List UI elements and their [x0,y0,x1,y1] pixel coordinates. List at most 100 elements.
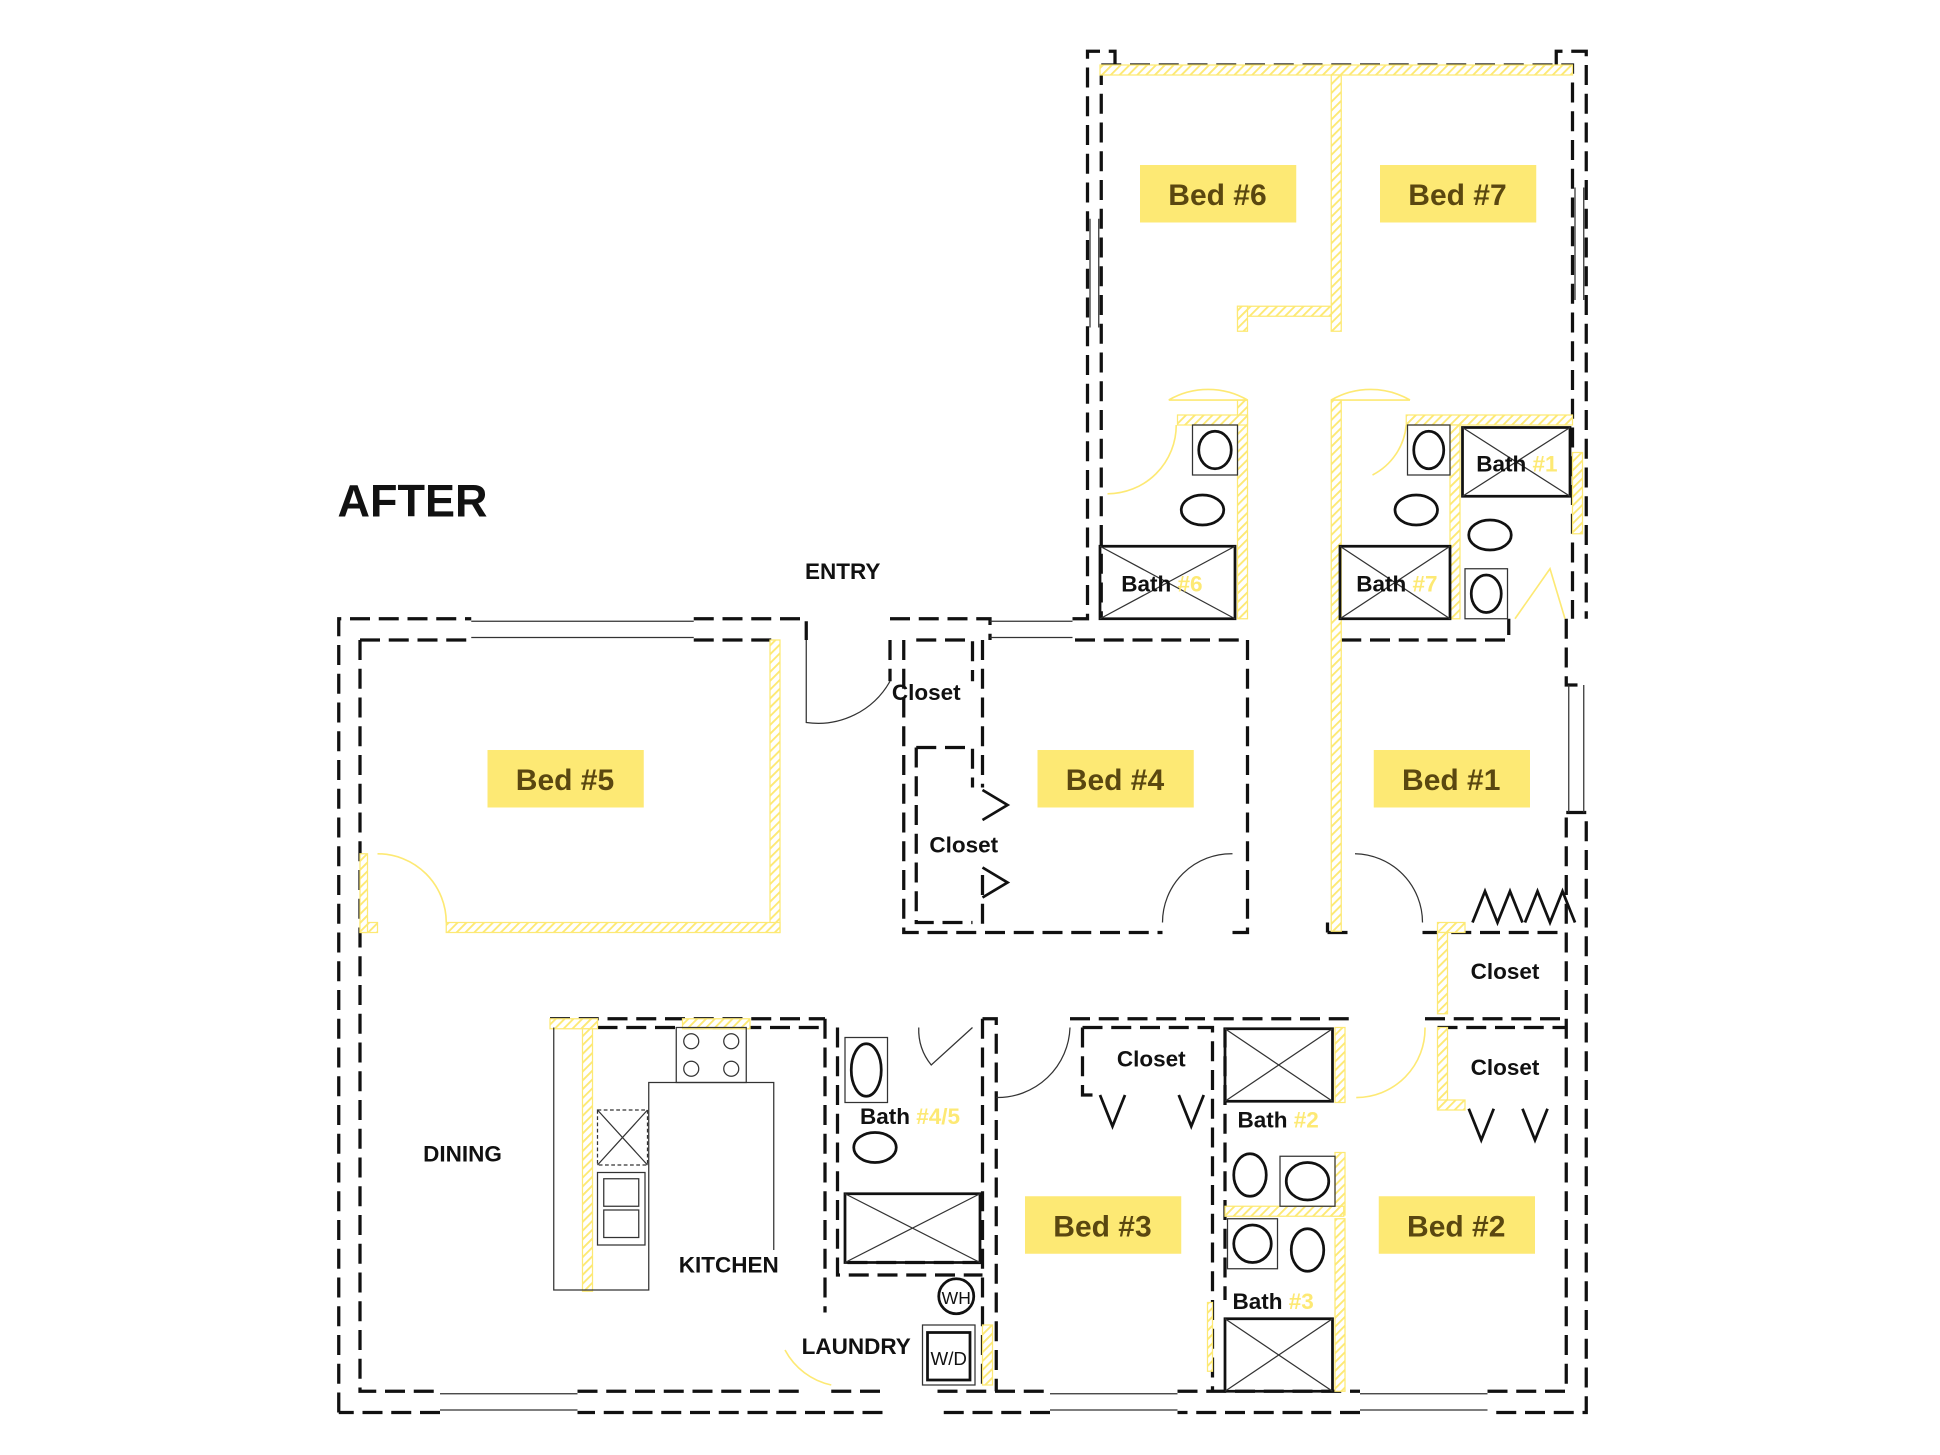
shower-icon [1223,1027,1334,1103]
toilet-icon [852,1131,898,1164]
water-heater-icon: WH [937,1277,976,1316]
closet-label: Closet [892,680,961,705]
shower-drain-lines [1339,545,1451,620]
shower-icon [1338,544,1452,621]
bath-label-2: Bath #2 [1238,1108,1319,1133]
new-wall [1236,305,1332,317]
new-wall [1436,1026,1449,1110]
svg-text:Bed #6: Bed #6 [1168,179,1266,212]
sink-icon [1469,573,1503,614]
burner [683,1033,700,1050]
sink-icon [1197,429,1233,471]
door-swing [1107,424,1178,495]
door-swing [1330,388,1411,401]
sink-counter [1406,424,1451,476]
wall [888,638,1250,935]
wall [1325,922,1567,1030]
toilet-icon [1467,518,1513,552]
new-wall [1099,64,1574,76]
new-wall [1405,414,1574,426]
dishwasher-icon [596,1109,649,1166]
new-wall [1224,1205,1345,1217]
shower-icon [1461,426,1572,498]
kitchen-sink-icon [596,1171,646,1246]
wall [1487,49,1588,1415]
new-wall [681,1018,751,1030]
new-wall [1330,399,1342,932]
door-swing [377,852,448,923]
new-wall [981,1324,994,1386]
new-wall [445,921,781,934]
wall [337,617,808,1413]
shower-drain-lines [1099,545,1236,620]
new-wall [1436,921,1466,934]
bed-label-3: Bed #3 [1025,1196,1182,1254]
new-wall [1436,931,1449,1015]
svg-text:Bed #7: Bed #7 [1408,179,1506,212]
bifold-door [1467,1108,1496,1144]
toilet-icon [1289,1227,1326,1273]
burner [723,1060,740,1077]
new-wall [1236,305,1249,332]
shower-icon [843,1192,982,1264]
wall [890,49,1117,640]
new-wall [1436,1099,1466,1111]
door-swing [1354,853,1424,923]
bed-label-6: Bed #6 [1140,165,1297,223]
new-wall [1334,1218,1346,1392]
svg-text:Bed #2: Bed #2 [1407,1210,1505,1243]
svg-text:W/D: W/D [931,1348,967,1369]
svg-text:Bed #5: Bed #5 [516,764,614,797]
burner [723,1033,740,1050]
toilet-icon [1393,493,1439,527]
sink-basin [603,1209,640,1239]
bath-label-1: Bath #1 [1476,451,1557,476]
bath-label-7: Bath #7 [1356,571,1437,596]
door-swing [918,1027,973,1066]
bed-label-1: Bed #1 [1373,750,1530,808]
door-swing [805,640,891,724]
door-swing [784,1349,832,1386]
wall [1070,1017,1357,1392]
dishwasher-x [597,1109,648,1166]
shower-drain-lines [1224,1318,1333,1392]
shower-icon [1223,1317,1334,1393]
sink-counter [1191,424,1239,476]
bifold-door [1521,1108,1549,1144]
sink-icon [1284,1161,1331,1202]
sink-counter [1279,1155,1336,1207]
sink-icon [849,1042,883,1098]
shower-icon [1098,544,1237,621]
bed-label-7: Bed #7 [1380,165,1537,223]
burner [683,1060,700,1077]
closet-label: Closet [1117,1046,1186,1071]
closet-label: Closet [929,833,998,858]
door-swing [1161,853,1233,923]
new-wall [1334,1026,1346,1104]
bath-label-6: Bath #6 [1121,571,1202,596]
new-wall [1449,424,1461,620]
door-swing [1372,424,1408,476]
sink-icon [1232,1223,1273,1264]
shower-drain-lines [844,1193,981,1264]
sink-counter [1464,568,1509,620]
shower-drain-lines [1462,426,1571,497]
closet-label: Closet [1471,959,1540,984]
dining-label: DINING [423,1141,502,1166]
new-wall [549,1018,599,1030]
bed-label-5: Bed #5 [487,750,644,808]
plan-title: AFTER [338,475,488,526]
wall [358,640,1568,1393]
svg-text:Bed #1: Bed #1 [1402,764,1500,797]
washer-dryer-icon: W/D [921,1324,976,1386]
wall [1327,618,1567,935]
svg-text:Bed #4: Bed #4 [1066,764,1165,797]
door-swing [996,1027,1071,1099]
closet-label: Closet [1471,1055,1540,1080]
shower-drain-lines [1224,1028,1333,1102]
new-wall [1206,1301,1214,1372]
entry-label: ENTRY [805,559,880,584]
door-swing [1514,566,1566,620]
bed-label-4: Bed #4 [1037,750,1194,808]
